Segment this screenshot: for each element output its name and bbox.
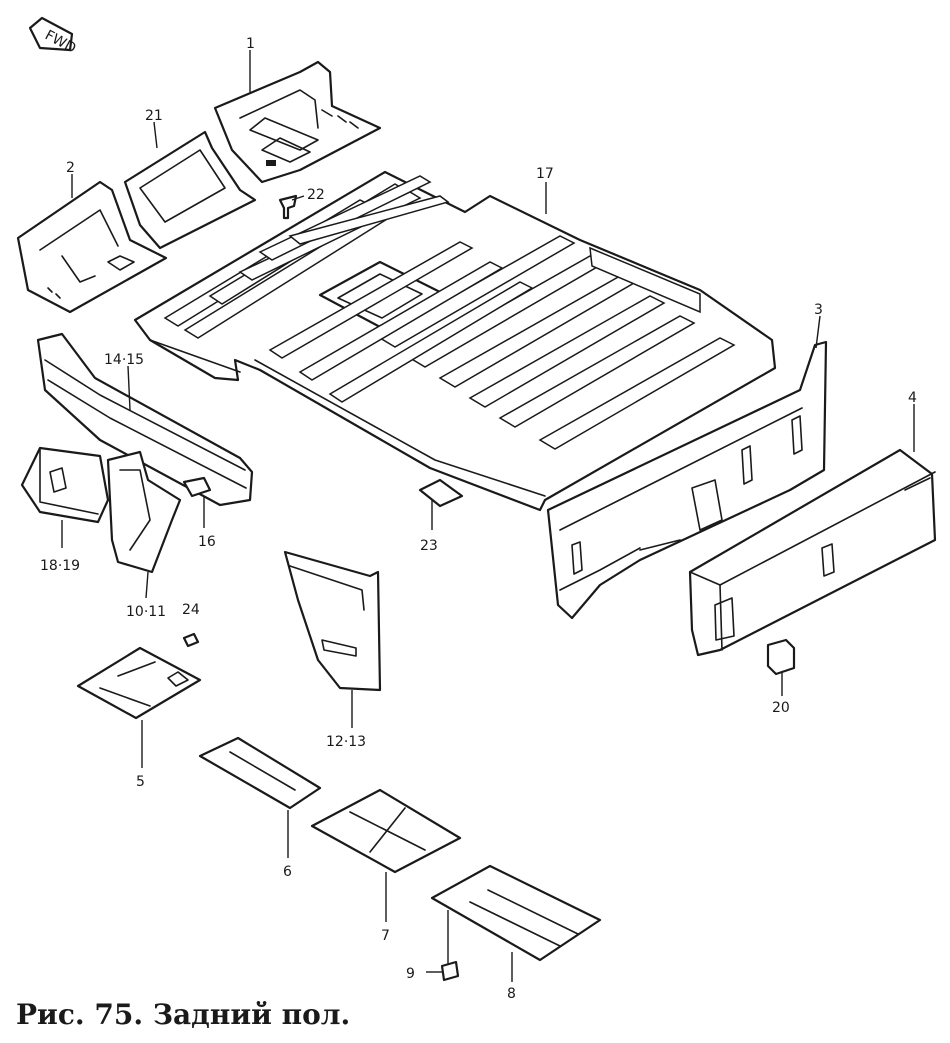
label-part-14-15: 14·15 [104, 352, 144, 368]
part-7-floor-plate [310, 788, 462, 874]
label-part-2: 2 [66, 160, 75, 176]
part-10-11-gusset [106, 450, 182, 574]
label-part-4: 4 [908, 390, 917, 406]
label-part-20: 20 [772, 700, 790, 716]
leader-lines [61, 50, 915, 982]
part-24-clip [182, 632, 200, 648]
part-20-plug [766, 638, 796, 676]
part-18-19-bracket [20, 446, 110, 524]
label-part-1: 1 [246, 36, 255, 52]
part-14-15-side-member [36, 332, 254, 507]
part-12-13-brace [283, 550, 382, 692]
part-21-heel-panel [123, 130, 257, 250]
label-part-12-13: 12·13 [326, 734, 366, 750]
label-part-21: 21 [145, 108, 163, 124]
part-8-floor-plate [430, 864, 602, 962]
figure-caption: Рис. 75. Задний пол. [16, 998, 351, 1031]
part-5-floor-plate [76, 646, 202, 720]
part-16-bracket [182, 476, 212, 498]
part-4-rear-cross-member [688, 448, 937, 657]
label-part-7: 7 [381, 928, 390, 944]
label-part-22: 22 [307, 187, 325, 203]
label-part-17: 17 [536, 166, 554, 182]
part-3-rear-end-panel [546, 340, 828, 620]
part-17-rear-floor-panel [133, 170, 777, 512]
part-6-floor-plate [198, 736, 322, 810]
part-23-bracket [418, 478, 464, 508]
label-part-10-11: 10·11 [126, 604, 166, 620]
label-part-18-19: 18·19 [40, 558, 80, 574]
label-part-24: 24 [182, 602, 200, 618]
part-2-front-floor-panel [16, 180, 168, 314]
label-part-3: 3 [814, 302, 823, 318]
label-part-9: 9 [406, 966, 415, 982]
label-part-5: 5 [136, 774, 145, 790]
label-part-6: 6 [283, 864, 292, 880]
part-22-clip [278, 194, 298, 220]
label-part-8: 8 [507, 986, 516, 1002]
part-9-bolt [440, 960, 460, 982]
fwd-arrow-icon: FWD [28, 16, 78, 57]
label-part-16: 16 [198, 534, 216, 550]
part-1-front-floor-panel [213, 60, 382, 184]
label-part-23: 23 [420, 538, 438, 554]
